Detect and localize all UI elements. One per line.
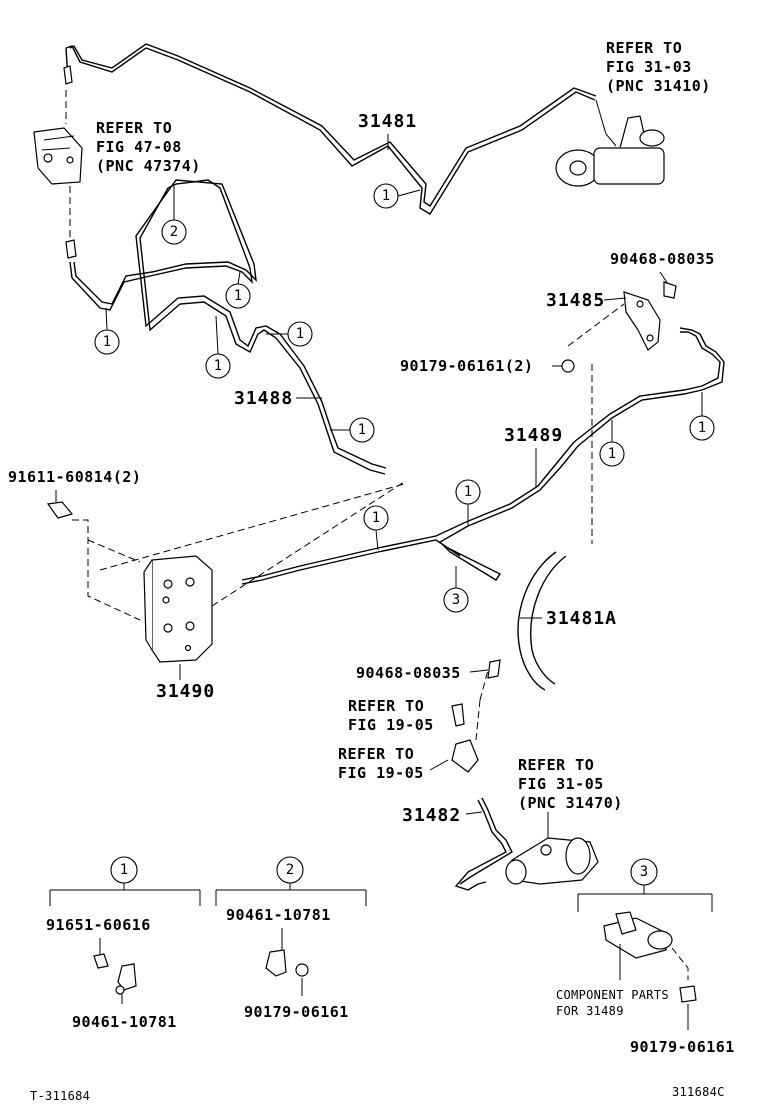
svg-text:3: 3 [640, 864, 648, 880]
kit3-part-a: 90179-06161 [630, 1038, 735, 1056]
kit-3: 3 COMPONENT PARTS FOR 31489 90179-06161 [556, 858, 735, 1056]
svg-text:1: 1 [358, 422, 366, 438]
svg-text:1: 1 [296, 326, 304, 342]
label-31481A: 31481A [546, 608, 617, 629]
svg-text:1: 1 [698, 420, 706, 436]
kit2-part-b: 90179-06161 [244, 1003, 349, 1021]
ref-31-03-line2: FIG 31-03 [606, 58, 692, 76]
kit1-part-a: 91651-60616 [46, 916, 151, 934]
dashed-guides [65, 90, 689, 980]
svg-text:1: 1 [382, 188, 390, 204]
kit3-component-line2: FOR 31489 [556, 1004, 624, 1018]
ref-19-05-b-line1: REFER TO [338, 745, 414, 763]
kit-2: 2 90461-10781 90179-06161 [215, 856, 367, 1021]
label-91611: 91611-60814(2) [8, 468, 141, 486]
pipe-31488 [69, 179, 386, 475]
pipe-31482 [454, 799, 507, 891]
label-31482: 31482 [402, 805, 461, 826]
callout-circles: 1 2 1 1 1 1 1 1 1 1 1 3 [94, 183, 715, 613]
label-31488: 31488 [234, 388, 293, 409]
ref-19-05-a-line1: REFER TO [348, 697, 424, 715]
ref-19-05-b-line2: FIG 19-05 [338, 764, 424, 782]
ref-31-05-line2: FIG 31-05 [518, 775, 604, 793]
bracket-31485 [561, 281, 677, 373]
brake-bracket-upper [33, 65, 83, 259]
ref-31-05-line3: (PNC 31470) [518, 794, 623, 812]
label-90468-top: 90468-08035 [610, 250, 715, 268]
kit-1: 1 91651-60616 90461-10781 [46, 856, 201, 1031]
ref-31-03-line3: (PNC 31410) [606, 77, 711, 95]
svg-text:1: 1 [372, 510, 380, 526]
pipe-31489 [241, 327, 725, 585]
ref-19-05-a-line2: FIG 19-05 [348, 716, 434, 734]
svg-text:1: 1 [103, 334, 111, 350]
label-31489: 31489 [504, 425, 563, 446]
svg-text:3: 3 [452, 592, 460, 608]
master-cylinder [555, 99, 665, 187]
label-31490: 31490 [156, 681, 215, 702]
svg-text:1: 1 [120, 862, 128, 878]
ref-31-03-line1: REFER TO [606, 39, 682, 57]
label-31481: 31481 [358, 111, 417, 132]
ref-31-05-line1: REFER TO [518, 756, 594, 774]
label-90468-mid: 90468-08035 [356, 664, 461, 682]
label-31485: 31485 [546, 290, 605, 311]
svg-text:1: 1 [234, 288, 242, 304]
svg-text:1: 1 [214, 358, 222, 374]
label-90179-2: 90179-06161(2) [400, 357, 533, 375]
ref-47-08-line2: FIG 47-08 [96, 138, 182, 156]
svg-text:2: 2 [170, 224, 178, 240]
svg-text:1: 1 [464, 484, 472, 500]
kit2-part-a: 90461-10781 [226, 906, 331, 924]
kit1-part-b: 90461-10781 [72, 1013, 177, 1031]
svg-text:1: 1 [608, 446, 616, 462]
bracket-31490 [46, 501, 213, 663]
ref-47-08-line3: (PNC 47374) [96, 157, 201, 175]
footer-right-code: 311684C [672, 1085, 725, 1099]
label-group: REFER TO FIG 47-08 (PNC 47374) REFER TO … [8, 39, 715, 838]
svg-text:2: 2 [286, 862, 294, 878]
footer-left-code: T-311684 [30, 1089, 90, 1103]
release-cylinder [451, 659, 599, 885]
kit3-component-line1: COMPONENT PARTS [556, 988, 669, 1002]
hose-31481A [517, 551, 557, 691]
ref-47-08-line1: REFER TO [96, 119, 172, 137]
